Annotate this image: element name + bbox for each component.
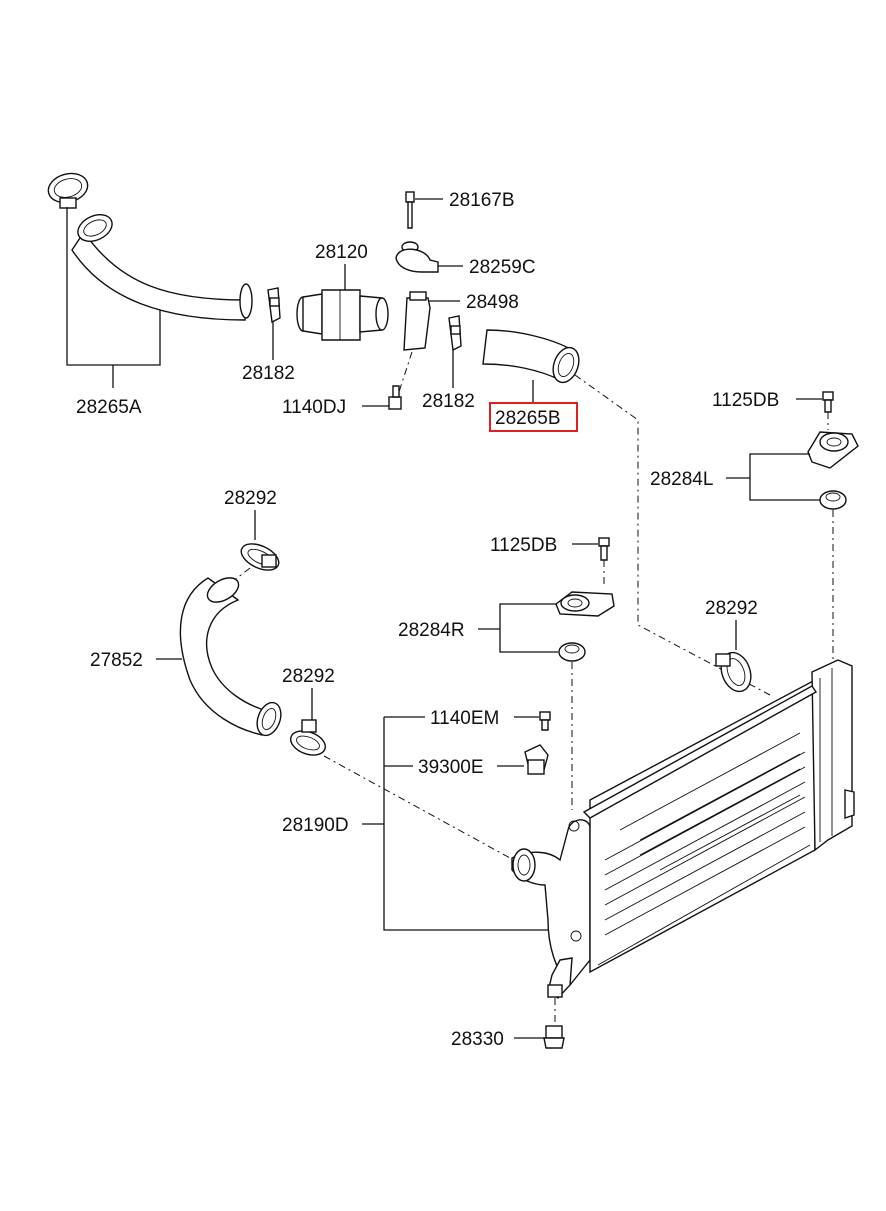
- label-28292-mid[interactable]: 28292: [282, 666, 335, 687]
- bolt-1125db-mid[interactable]: [598, 537, 610, 561]
- label-28284l[interactable]: 28284L: [650, 469, 713, 490]
- label-1125db-mid[interactable]: 1125DB: [490, 535, 557, 556]
- axis-28292-mid: [323, 755, 511, 859]
- leader-28265a: [66, 207, 161, 388]
- mount-bracket-lower[interactable]: [547, 957, 573, 999]
- grommet-28284l[interactable]: [819, 490, 847, 510]
- label-28330[interactable]: 28330: [451, 1029, 504, 1050]
- sensor-39300e[interactable]: [524, 744, 549, 775]
- label-28284r[interactable]: 28284R: [398, 620, 465, 641]
- label-1140dj[interactable]: 1140DJ: [282, 397, 346, 418]
- label-28120[interactable]: 28120: [315, 242, 368, 263]
- label-28259c[interactable]: 28259C: [469, 257, 536, 278]
- label-28182-left[interactable]: 28182: [242, 363, 295, 384]
- clamp-28182-left[interactable]: [267, 287, 281, 324]
- label-28292-right[interactable]: 28292: [705, 598, 758, 619]
- bracket-28498[interactable]: [403, 291, 431, 351]
- clamp-28292-top[interactable]: [237, 539, 283, 576]
- grommet-28284r[interactable]: [558, 642, 586, 662]
- label-28498[interactable]: 28498: [466, 292, 519, 313]
- leader-28284r: [478, 603, 558, 653]
- bolt-28167b[interactable]: [405, 191, 415, 229]
- label-28182-right[interactable]: 28182: [422, 391, 475, 412]
- axis-28265b: [574, 374, 771, 696]
- bolt-1140dj[interactable]: [388, 385, 402, 410]
- intercooler-core[interactable]: [511, 659, 855, 987]
- hose-28265b[interactable]: [482, 329, 583, 386]
- clamp-28292-right[interactable]: [715, 648, 756, 695]
- leader-28284l: [726, 453, 820, 501]
- axis-1140dj: [397, 351, 413, 396]
- bushing-28330[interactable]: [543, 1025, 565, 1049]
- bolt-1125db-top[interactable]: [822, 391, 834, 413]
- mount-28284l[interactable]: [807, 431, 859, 469]
- label-1140em[interactable]: 1140EM: [430, 708, 499, 729]
- hose-28265a[interactable]: [71, 210, 253, 321]
- highlight-box-28265b: [489, 402, 578, 432]
- bolt-1140em[interactable]: [539, 711, 551, 731]
- clamp-28265a[interactable]: [45, 169, 91, 209]
- label-28190d[interactable]: 28190D: [282, 815, 349, 836]
- bracket-28259c[interactable]: [395, 241, 439, 273]
- hose-27852[interactable]: [179, 573, 285, 739]
- label-39300e[interactable]: 39300E: [418, 757, 484, 778]
- label-28167b[interactable]: 28167B: [449, 190, 515, 211]
- label-28265b[interactable]: 28265B: [495, 408, 561, 429]
- label-1125db-top[interactable]: 1125DB: [712, 390, 779, 411]
- clamp-28292-mid[interactable]: [287, 719, 328, 759]
- clamp-28182-right[interactable]: [448, 315, 462, 352]
- label-27852[interactable]: 27852: [90, 650, 143, 671]
- mount-28284r[interactable]: [555, 591, 615, 617]
- core-fins: [604, 732, 806, 936]
- label-28265a[interactable]: 28265A: [76, 397, 142, 418]
- label-28292-top[interactable]: 28292: [224, 488, 277, 509]
- pipe-28120[interactable]: [296, 289, 389, 341]
- leader-28190d: [362, 717, 555, 931]
